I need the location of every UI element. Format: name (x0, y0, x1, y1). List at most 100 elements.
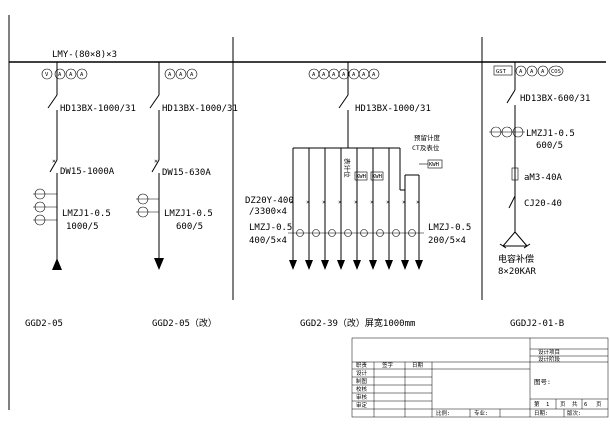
svg-text:×: × (402, 198, 406, 206)
svg-text:×: × (306, 198, 310, 206)
svg-text:×: × (52, 157, 56, 165)
switch-label: HD13BX-1000/31 (355, 104, 431, 114)
tb-row-label: 审核 (356, 393, 368, 401)
panel-4: GST A A A COS HD13BX-600/31 LMZJ1-0.5 60… (489, 62, 590, 329)
switch-label: HD13BX-1000/31 (60, 104, 136, 114)
meter-symbol: A (372, 72, 376, 78)
ct-label: LMZJ1-0.5 (164, 209, 213, 219)
switch-label: HD13BX-600/31 (520, 94, 590, 104)
panel-code: GGD2-39（改）屏宽1000mm (300, 317, 415, 329)
meter-note: CT及表位 (412, 143, 440, 152)
svg-text:×: × (290, 198, 294, 206)
ct-ratio: 600/5 (536, 141, 563, 151)
meter-note: 预留计度 (414, 133, 441, 142)
contactor-symbol (508, 195, 516, 209)
panel-3-meters: A A A A A A A (308, 68, 380, 80)
kwh-box (354, 171, 368, 181)
meter-symbol: A (69, 72, 73, 78)
capacitor-label: 电容补偿 (498, 253, 534, 265)
capacitor-icon (499, 231, 531, 249)
tb-project-label: 设计项目 (538, 348, 560, 356)
tb-date2-label: 日期: (534, 410, 548, 417)
tb-row-label: 设计 (356, 369, 368, 377)
switch-label: HD13BX-1000/31 (162, 104, 238, 114)
meter-symbol: A (322, 72, 326, 78)
panel-2: A A A HD13BX-1000/31 × DW15-630A LMZJ1-0… (136, 62, 238, 329)
svg-text:1: 1 (546, 402, 549, 408)
svg-text:6: 6 (584, 402, 587, 408)
tb-row-label: 职责 (356, 361, 368, 369)
meter-symbol: V (45, 72, 49, 78)
meter-symbol: A (332, 72, 336, 78)
current-transformer-symbol (33, 188, 57, 226)
contactor-label: CJ20-40 (524, 199, 562, 209)
ct-left-label: LMZJ-0.5 (249, 223, 292, 233)
svg-text:×: × (386, 198, 390, 206)
busbar-label: LMY-(80×8)×3 (52, 50, 117, 60)
svg-text:KWH: KWH (372, 174, 382, 180)
knife-switch-symbol (149, 94, 160, 109)
ct-ratio: 1000/5 (66, 222, 99, 232)
svg-text:KWH: KWH (356, 174, 366, 180)
meter-symbol: A (530, 69, 534, 75)
ct-right-ratio: 200/5×4 (428, 236, 466, 246)
meter-symbol: A (342, 72, 346, 78)
panel-code: GGD2-05（改） (152, 317, 217, 329)
tb-major-label: 专业: (474, 409, 488, 417)
feeder-arrow-icon (154, 258, 164, 270)
breaker-rating: /3300×4 (249, 207, 287, 217)
meter-symbol: A (58, 72, 62, 78)
meter-symbol: COS (551, 69, 561, 75)
tb-sign-label: 签字 (382, 361, 394, 369)
tb-drawing-no-label: 图号: (534, 378, 551, 386)
knife-switch-symbol (47, 94, 58, 109)
svg-text:页: 页 (596, 401, 602, 408)
panel-2-meters: A A A (164, 68, 198, 80)
svg-text:KWH: KWH (429, 162, 439, 168)
current-transformer-symbol (489, 126, 525, 138)
ct-row (288, 229, 424, 237)
panel-1: V A A A HD13BX-1000/31 × DW15-1000A LMZJ… (25, 62, 136, 329)
meter-symbol: A (362, 72, 366, 78)
kwh-box (370, 171, 384, 181)
ct-label: LMZJ1-0.5 (62, 209, 111, 219)
meter-symbol: A (168, 72, 172, 78)
svg-text:×: × (370, 198, 374, 206)
feeder-arrow-icon (52, 258, 62, 270)
meter-box (493, 65, 513, 76)
svg-text:×: × (154, 157, 158, 165)
meter-box-label: GST (496, 69, 507, 75)
tb-row-label: 校核 (356, 385, 368, 393)
tb-scale-label: 比例: (436, 409, 450, 417)
feeder-arrows (289, 260, 423, 270)
meter-position-label: 表计位 (343, 158, 352, 178)
svg-text:×: × (416, 198, 420, 206)
fuse-label: aM3-40A (524, 173, 563, 183)
tb-stage-label: 设计阶段 (538, 355, 561, 363)
meter-symbol: A (80, 72, 84, 78)
tb-row-label: 审定 (356, 401, 368, 409)
ct-ratio: 600/5 (176, 222, 203, 232)
panel-3: A A A A A A A HD13BX-1000/31 预留计度 CT及表位 … (245, 62, 471, 329)
current-transformer-symbol (136, 193, 159, 218)
breaker-row: ××× ××× ××× (290, 198, 420, 206)
ct-label: LMZJ1-0.5 (526, 129, 575, 139)
title-block: 职责 签字 日期 设计 制图 校核 审核 审定 设计项目 设计阶段 图号: 第 … (351, 337, 609, 418)
meter-symbol: A (312, 72, 316, 78)
ct-right-label: LMZJ-0.5 (428, 223, 471, 233)
svg-text:页: 页 (560, 401, 566, 408)
tb-row-label: 制图 (356, 377, 368, 385)
svg-text:×: × (322, 198, 326, 206)
meter-symbol: A (541, 69, 545, 75)
svg-text:×: × (354, 198, 358, 206)
fuse-symbol (511, 167, 519, 181)
capacitor-rating: 8×20KAR (498, 267, 537, 277)
panel-code: GGDJ2-01-B (510, 319, 564, 329)
breaker-label: DW15-630A (162, 168, 211, 178)
knife-switch-symbol (338, 94, 349, 109)
breaker-label: DW15-1000A (60, 167, 115, 177)
knife-switch-symbol (506, 89, 516, 104)
meter-symbol: A (519, 69, 523, 75)
breaker-symbol (151, 159, 160, 173)
